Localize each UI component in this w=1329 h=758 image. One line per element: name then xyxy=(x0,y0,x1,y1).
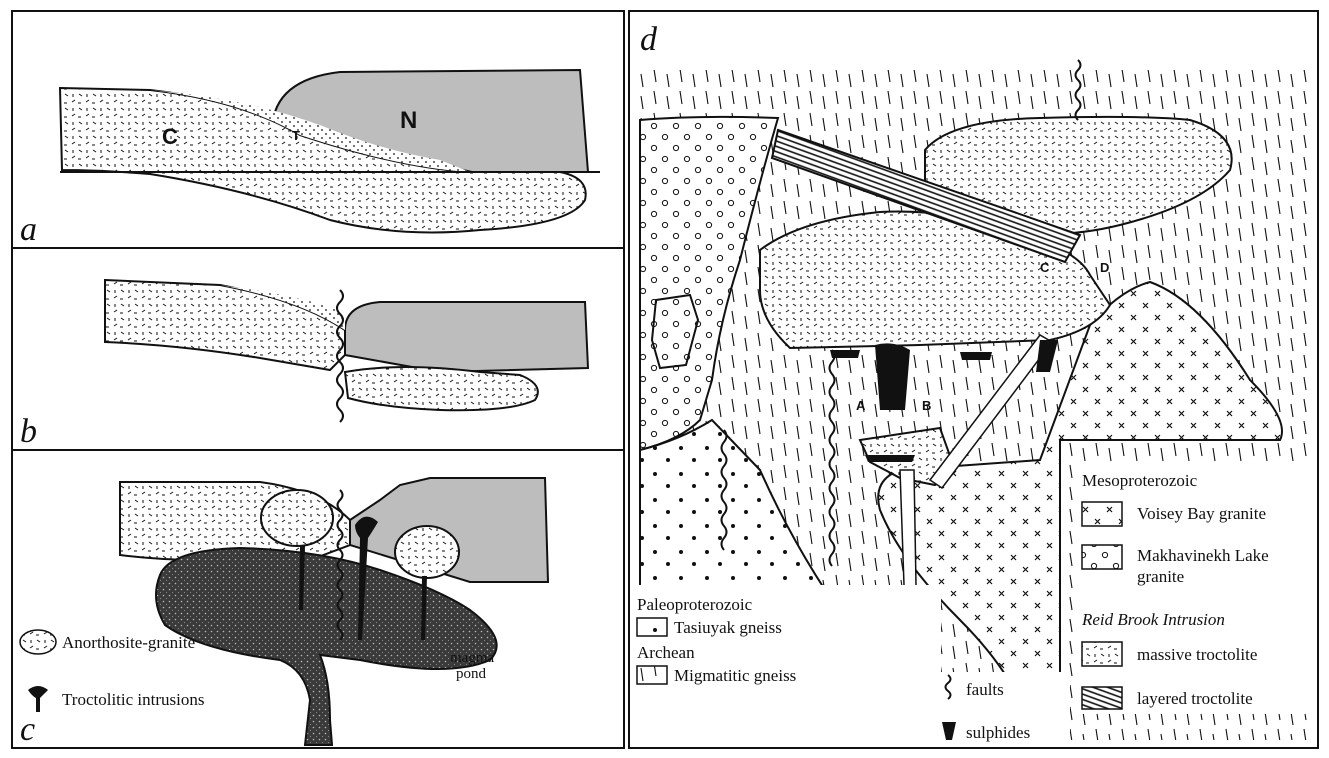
massive-legend-swatch xyxy=(1082,642,1122,666)
troctolitic-legend-label: Troctolitic intrusions xyxy=(62,690,204,709)
legend-paleoproterozoic: Paleoproterozoic xyxy=(637,595,753,614)
sulphide-lens-2 xyxy=(875,343,910,410)
magma-pond-label-line1: magma xyxy=(450,650,494,666)
map-letter-d: D xyxy=(1100,260,1109,275)
legend-makhavinekh-line2: granite xyxy=(1137,567,1184,586)
anorthosite-legend-swatch xyxy=(20,630,56,654)
legend-mesoproterozoic: Mesoproterozoic xyxy=(1082,471,1198,490)
panel-c-label: c xyxy=(20,711,35,748)
panel-b-lower-lens xyxy=(345,367,538,410)
panel-b-gneiss-body xyxy=(345,302,588,372)
legend-layered: layered troctolite xyxy=(1137,689,1253,708)
map-letter-b: B xyxy=(922,398,931,413)
panel-a-letter-c: C xyxy=(162,124,178,149)
legend-voisey: Voisey Bay granite xyxy=(1137,504,1266,523)
legend-archean: Archean xyxy=(637,643,695,662)
panel-a-letter-n: N xyxy=(400,107,417,134)
legend-migmatitic: Migmatitic gneiss xyxy=(674,666,796,685)
panel-b-label: b xyxy=(20,413,37,450)
magma-pond-label-line2: pond xyxy=(456,666,487,682)
map-letter-c: C xyxy=(1040,260,1050,275)
legend-bg-right xyxy=(1075,462,1313,714)
layered-legend-swatch xyxy=(1082,687,1122,709)
map-letter-a: A xyxy=(856,398,866,413)
panel-a-label: a xyxy=(20,211,37,248)
panel-c-anorthosite-left xyxy=(261,490,333,546)
panel-d: A B C D d Paleoproterozoic Tasiuyak gnei… xyxy=(636,21,1313,745)
legend-massive: massive troctolite xyxy=(1137,645,1257,664)
sulphide-lens-5 xyxy=(865,455,915,462)
tasiuyak-legend-swatch xyxy=(637,618,667,636)
sulphide-lens-3 xyxy=(960,352,992,360)
legend-faults: faults xyxy=(966,680,1004,699)
panel-c-anorthosite-right xyxy=(395,526,459,578)
legend-tasiuyak: Tasiuyak gneiss xyxy=(674,618,782,637)
anorthosite-legend-label: Anorthosite-granite xyxy=(62,633,195,652)
makhavinekh-legend-swatch xyxy=(1082,545,1122,569)
voisey-legend-swatch xyxy=(1082,502,1122,526)
legend-reid-brook: Reid Brook Intrusion xyxy=(1081,610,1225,629)
panel-a-letter-t: T xyxy=(292,128,300,143)
migmatitic-legend-swatch xyxy=(637,666,667,684)
panel-d-label: d xyxy=(640,21,658,58)
legend-makhavinekh-line1: Makhavinekh Lake xyxy=(1137,546,1269,565)
legend-sulphides: sulphides xyxy=(966,723,1030,742)
